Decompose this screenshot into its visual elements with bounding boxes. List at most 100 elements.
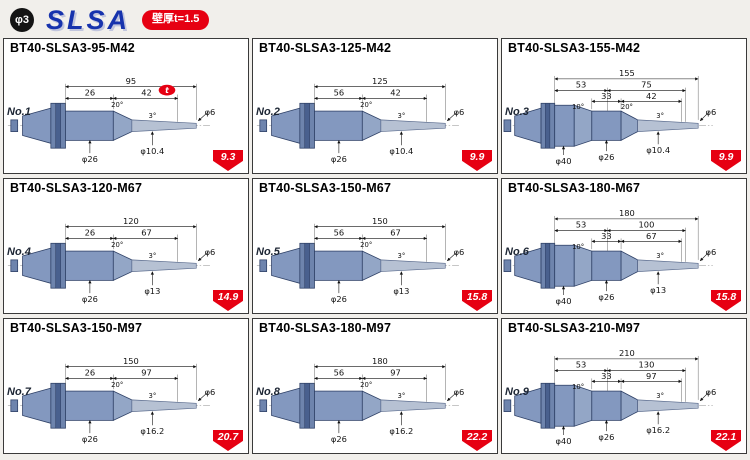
cone: [620, 110, 639, 142]
step-cone: [573, 104, 593, 147]
label-body-dia: φ26: [82, 434, 98, 444]
technical-drawing: 125 56 42 20° 3° φ6 φ10.4 φ26: [253, 56, 497, 173]
drawing-svg: 95 26 42 t 20° 3° φ6 φ10.4 φ26: [7, 76, 215, 164]
product-title: BT40-SLSA3-120-M67: [10, 181, 143, 195]
label-d4: 42: [646, 91, 657, 101]
pull-stud: [10, 119, 19, 132]
weight-value: 15.8: [466, 291, 488, 303]
tool-holder-shape: [503, 102, 699, 149]
label-nose-angle: 3°: [656, 112, 664, 120]
label-body-dia: φ26: [598, 292, 614, 302]
pull-stud: [259, 259, 268, 272]
tip-leader: [198, 251, 209, 262]
label-tip-dia: φ6: [705, 387, 716, 397]
drawing-svg: 125 56 42 20° 3° φ6 φ10.4 φ26: [256, 76, 464, 164]
label-nose-dia: φ16.2: [389, 426, 413, 436]
technical-drawing: 180 53 100 33 67 10° 3° φ6 φ13 φ26 φ40: [502, 196, 746, 313]
model-number: No.3: [505, 106, 529, 118]
product-grid: BT40-SLSA3-95-M42: [0, 38, 750, 460]
label-d2: 42: [390, 87, 401, 97]
label-cone-angle: 20°: [360, 381, 372, 389]
label-nose-angle: 3°: [148, 252, 156, 260]
product-cell: BT40-SLSA3-180-M97: [252, 318, 498, 454]
page-header: φ3 SLSA 壁厚t=1.5: [0, 0, 750, 38]
label-body-dia: φ26: [331, 294, 347, 304]
label-d1: 26: [85, 367, 96, 377]
label-d1: 56: [334, 367, 345, 377]
big-body: [554, 244, 575, 287]
label-tip-dia: φ6: [454, 247, 465, 257]
product-title: BT40-SLSA3-150-M97: [10, 321, 143, 335]
flange-groove: [304, 242, 310, 289]
drawing-svg: 150 26 97 20° 3° φ6 φ16.2 φ26: [7, 356, 215, 444]
label-d3: 33: [601, 91, 612, 101]
weight-arrow: 20.7: [213, 430, 243, 451]
tool-holder-shape: [10, 102, 197, 149]
label-cone-angle: 20°: [360, 241, 372, 249]
tip-leader: [198, 111, 209, 122]
product-cell: BT40-SLSA3-95-M42: [3, 38, 249, 174]
body: [591, 110, 622, 141]
product-cell: BT40-SLSA3-150-M67: [252, 178, 498, 314]
body: [65, 390, 114, 421]
t-badge-label: t: [165, 86, 169, 95]
label-tip-dia: φ6: [705, 107, 716, 117]
label-nose-angle: 3°: [656, 392, 664, 400]
dimensions: 150 26 97 20° 3° φ6 φ16.2 φ26: [65, 356, 215, 444]
label-d1: 56: [334, 87, 345, 97]
product-title: BT40-SLSA3-125-M42: [259, 41, 392, 55]
label-d2: 42: [141, 87, 152, 97]
flange-groove: [55, 382, 61, 429]
flange-groove: [304, 102, 310, 149]
dimensions: 125 56 42 20° 3° φ6 φ10.4 φ26: [314, 76, 464, 164]
label-big-dia: φ40: [555, 296, 571, 306]
product-title: BT40-SLSA3-155-M42: [508, 41, 641, 55]
body: [314, 250, 363, 281]
nose: [131, 119, 197, 132]
label-body-dia: φ26: [331, 154, 347, 164]
cone: [112, 390, 133, 421]
label-cone-angle: 20°: [621, 103, 633, 111]
drawing-svg: 210 53 130 33 97 10° 3° φ6 φ16.2 φ26 φ40: [503, 348, 716, 446]
drawing-svg: 150 56 67 20° 3° φ6 φ13 φ26: [256, 216, 464, 304]
label-cone-angle: 20°: [111, 101, 123, 109]
label-nose-angle: 3°: [397, 112, 405, 120]
label-nose-dia: φ10.4: [140, 146, 164, 156]
label-d1: 53: [576, 360, 587, 370]
cone: [112, 110, 133, 141]
weight-arrow: 15.8: [711, 290, 741, 311]
technical-drawing: 120 26 67 20° 3° φ6 φ13 φ26: [4, 196, 248, 313]
dimensions: 150 56 67 20° 3° φ6 φ13 φ26: [314, 216, 464, 304]
label-tip-dia: φ6: [454, 387, 465, 397]
label-d2: 75: [641, 80, 652, 90]
body: [65, 250, 114, 281]
brand-logo: SLSA: [46, 4, 131, 35]
label-nose-angle: 3°: [656, 252, 664, 260]
label-d2: 97: [390, 367, 401, 377]
model-number: No.7: [7, 386, 31, 398]
label-body-dia: φ26: [82, 154, 98, 164]
drawing-svg: 180 56 97 20° 3° φ6 φ16.2 φ26: [256, 356, 465, 444]
product-title: BT40-SLSA3-180-M67: [508, 181, 641, 195]
tool-holder-shape: [259, 102, 446, 149]
product-title: BT40-SLSA3-95-M42: [10, 41, 135, 55]
weight-value: 14.9: [217, 291, 239, 303]
flange-groove: [545, 382, 551, 429]
tool-holder-shape: [259, 242, 446, 289]
label-big-dia: φ40: [555, 436, 571, 446]
label-cone-angle: 20°: [111, 381, 123, 389]
drawing-svg: 120 26 67 20° 3° φ6 φ13 φ26: [7, 216, 215, 304]
product-cell: BT40-SLSA3-210-M97: [501, 318, 747, 454]
product-cell: BT40-SLSA3-155-M42: [501, 38, 747, 174]
dimensions: 155 53 75 33 42 10° 20° 3° φ6 φ10.4 φ26 …: [554, 68, 716, 166]
drawing-svg: 180 53 100 33 67 10° 3° φ6 φ13 φ26 φ40: [503, 208, 716, 306]
label-cone-angle: 20°: [360, 101, 372, 109]
label-d1: 26: [85, 227, 96, 237]
product-cell: BT40-SLSA3-180-M67: [501, 178, 747, 314]
product-title: BT40-SLSA3-180-M97: [259, 321, 392, 335]
label-body-dia: φ26: [598, 432, 614, 442]
tip-leader: [447, 251, 458, 262]
pull-stud: [259, 399, 268, 412]
label-d1: 53: [576, 220, 587, 230]
flange-groove: [545, 242, 551, 289]
